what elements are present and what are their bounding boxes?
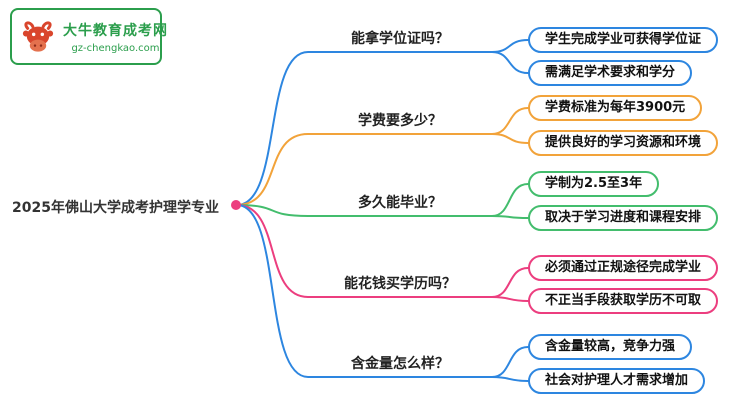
branch-node-value: 含金量怎么样？ [351,356,449,372]
leaf-node: 提供良好的学习资源和环境 [528,130,719,156]
leaf-curve [491,296,529,302]
root-dot [231,200,241,210]
logo-url: gz-chengkao.com [71,42,160,54]
leaf-node: 需满足学术要求和学分 [528,60,693,86]
logo-title: 大牛教育成考网 [63,22,168,39]
leaf-curve [491,215,529,219]
leaf-curve [491,107,529,135]
leaf-node: 学生完成学业可获得学位证 [528,27,719,53]
leaf-curve [491,51,529,74]
site-logo: 大牛教育成考网 gz-chengkao.com [10,8,167,65]
branch-node-tuition: 学费要多少？ [358,113,442,129]
leaf-curve [491,183,529,217]
branch-node-graduation-time: 多久能毕业？ [358,195,442,211]
leaf-curve [491,133,529,144]
leaf-curve [491,346,529,378]
leaf-node: 学制为2.5至3年 [528,171,660,197]
logo-text: 大牛教育成考网 gz-chengkao.com [63,20,168,54]
leaf-node: 不正当手段获取学历不可取 [528,288,719,314]
mindmap-root-label: 2025年佛山大学成考护理学专业 [12,200,219,216]
leaf-node: 学费标准为每年3900元 [528,95,703,121]
leaf-node: 含金量较高，竞争力强 [528,334,693,360]
leaf-curve [491,39,529,53]
leaf-curve [491,376,529,382]
leaf-node: 社会对护理人才需求增加 [528,368,706,394]
leaf-curve [491,267,529,298]
branch-node-degree-cert: 能拿学位证吗？ [351,31,449,47]
leaf-node: 必须通过正规途径完成学业 [528,255,719,281]
branch-node-buy-diploma: 能花钱买学历吗？ [344,276,456,292]
ox-logo-icon [22,20,54,52]
leaf-node: 取决于学习进度和课程安排 [528,205,719,231]
